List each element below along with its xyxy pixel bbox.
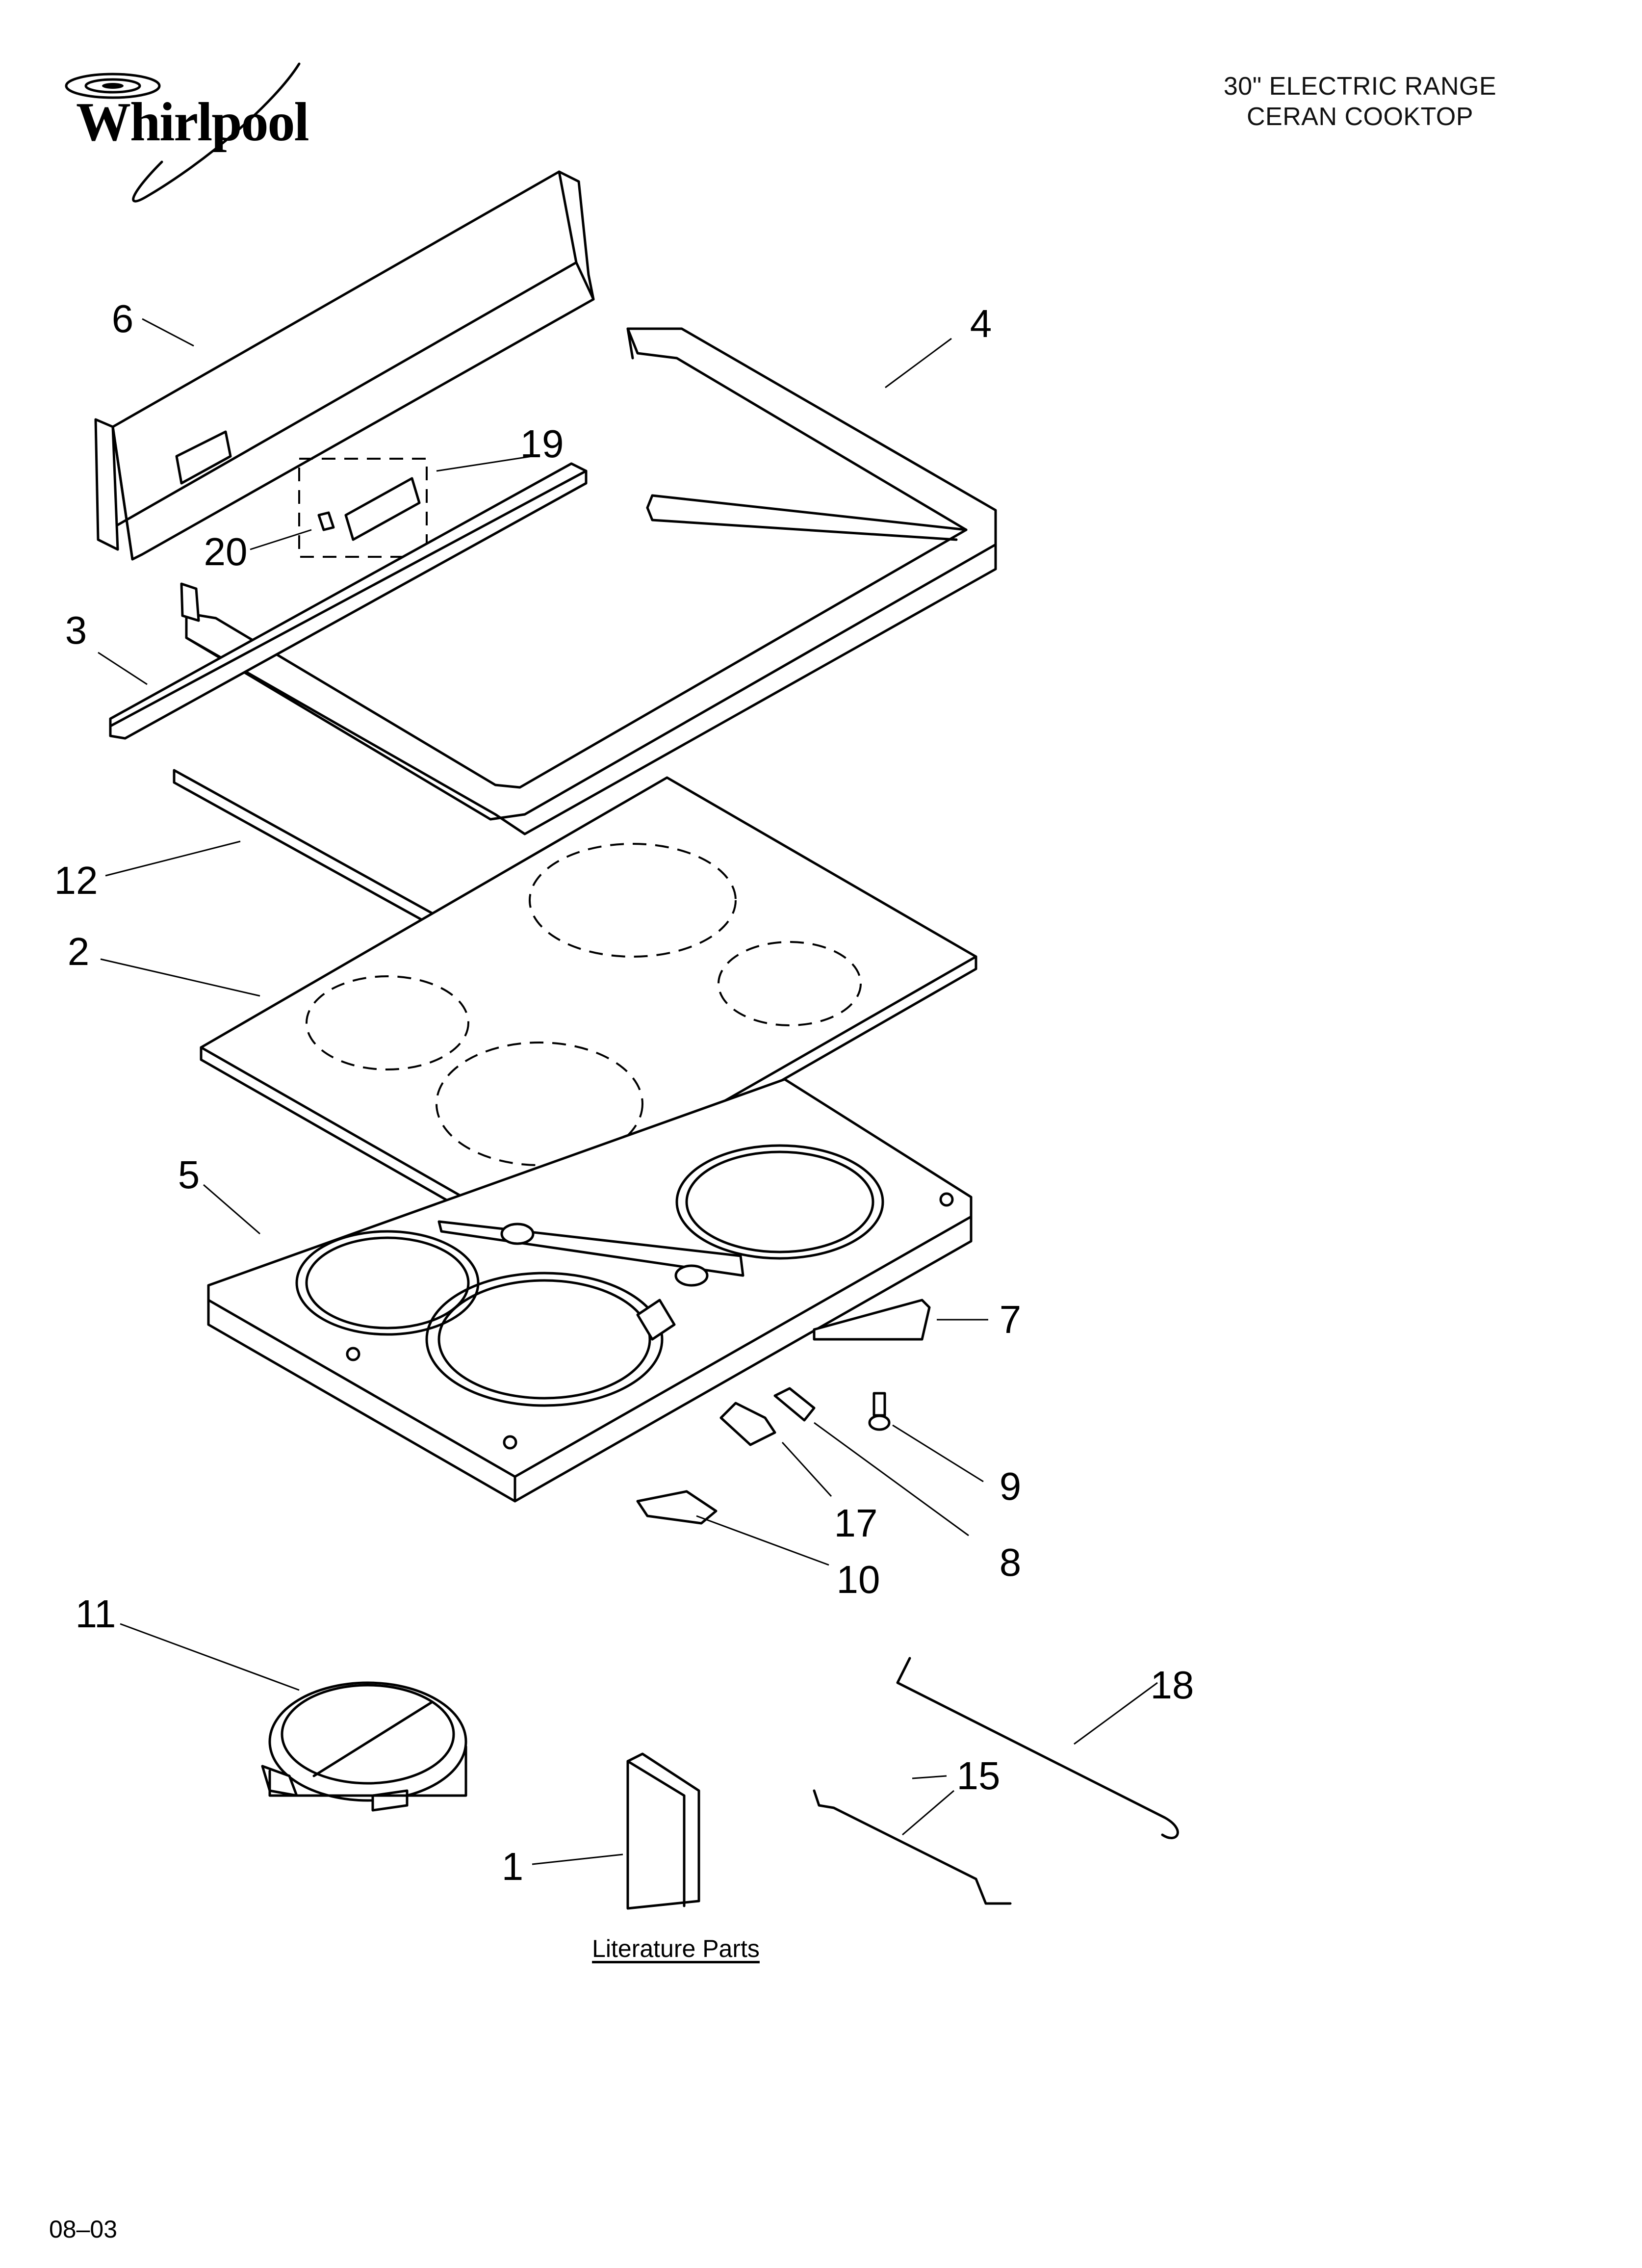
part-5-cooktop-base bbox=[207, 1078, 973, 1503]
callout-11: 11 bbox=[75, 1592, 116, 1636]
callout-12: 12 bbox=[54, 859, 98, 902]
part-7-bracket bbox=[813, 1299, 931, 1341]
title-line-1: 30" ELECTRIC RANGE bbox=[1223, 72, 1497, 101]
callout-8: 8 bbox=[999, 1540, 1022, 1584]
callout-10: 10 bbox=[836, 1558, 880, 1601]
callout-19: 19 bbox=[520, 422, 564, 466]
callout-5: 5 bbox=[178, 1153, 200, 1197]
whirlpool-logo-swirl bbox=[65, 62, 301, 203]
callout-18: 18 bbox=[1150, 1663, 1194, 1707]
small-parts bbox=[636, 1387, 891, 1525]
callout-6: 6 bbox=[111, 297, 134, 340]
callout-9: 9 bbox=[999, 1464, 1022, 1508]
callout-4: 4 bbox=[970, 302, 992, 345]
part-3-strip bbox=[109, 462, 588, 740]
part-4-frame bbox=[180, 327, 997, 835]
part-1-literature bbox=[626, 1752, 700, 1910]
callout-2: 2 bbox=[67, 930, 90, 973]
callout-15: 15 bbox=[956, 1754, 1001, 1798]
part-6-backguard bbox=[94, 170, 595, 561]
callout-3: 3 bbox=[65, 608, 87, 652]
date-code: 08–03 bbox=[49, 2216, 118, 2243]
leader-lines bbox=[98, 318, 1158, 1865]
part-18-rod bbox=[896, 1657, 1179, 1839]
callout-17: 17 bbox=[834, 1501, 878, 1545]
callout-1: 1 bbox=[501, 1845, 524, 1888]
callout-20: 20 bbox=[204, 530, 248, 574]
literature-parts-label: Literature Parts bbox=[592, 1935, 760, 1962]
brand-logo: Whirlpool bbox=[76, 92, 309, 153]
diagram-title: 30" ELECTRIC RANGE CERAN COOKTOP bbox=[1139, 71, 1581, 132]
part-11-element bbox=[261, 1681, 467, 1812]
part-15-rod bbox=[813, 1789, 1012, 1905]
title-line-2: CERAN COOKTOP bbox=[1246, 103, 1474, 131]
callout-7: 7 bbox=[999, 1298, 1022, 1341]
